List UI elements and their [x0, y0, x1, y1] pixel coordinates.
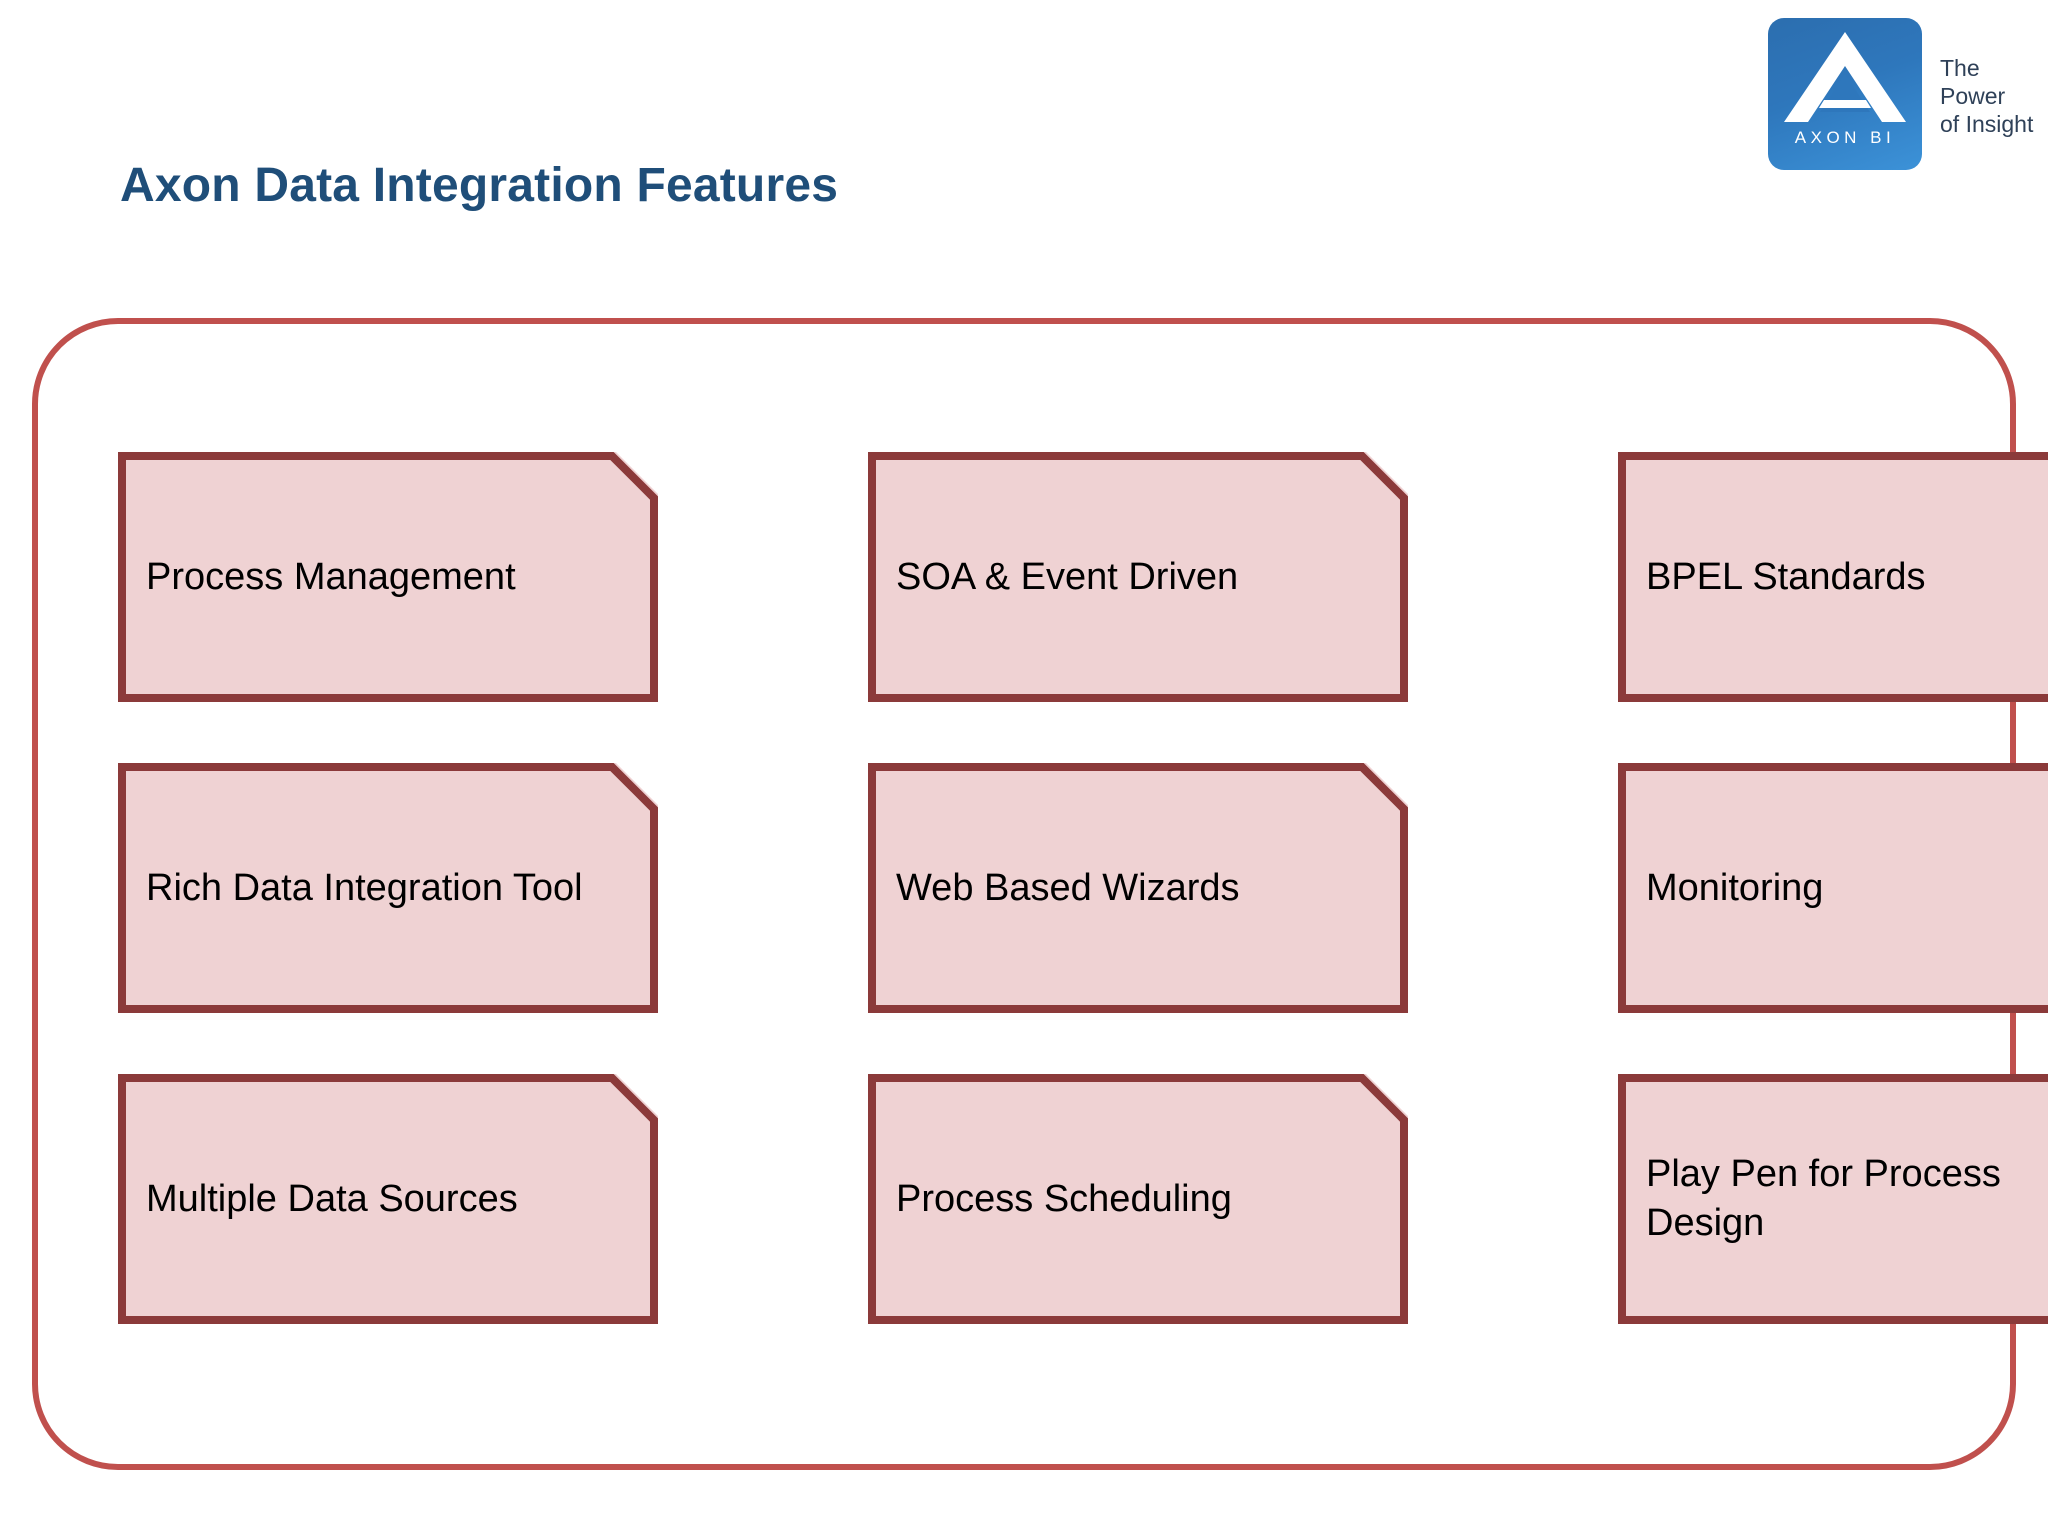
axon-wordmark: AXON BI: [1794, 128, 1896, 147]
feature-label: Process Scheduling: [896, 1177, 1232, 1220]
feature-box-process-management[interactable]: Process Management: [118, 452, 658, 702]
feature-label: SOA & Event Driven: [896, 555, 1239, 598]
axon-logo-mark: AXON BI: [1768, 18, 1922, 170]
feature-box-multiple-data-sources[interactable]: Multiple Data Sources: [118, 1074, 658, 1324]
letter-a-icon: [1784, 32, 1906, 122]
feature-label: Monitoring: [1646, 866, 1824, 909]
logo-tagline: The Power of Insight: [1940, 55, 2034, 138]
feature-box-web-based-wizards[interactable]: Web Based Wizards: [868, 763, 1408, 1013]
feature-box-rich-data-integration-tool[interactable]: Rich Data Integration Tool: [118, 763, 658, 1013]
brand-logo: AXON BI The Power of Insight: [1768, 18, 2036, 178]
feature-label: BPEL Standards: [1646, 555, 1926, 598]
feature-box-monitoring[interactable]: Monitoring: [1618, 763, 2048, 1013]
feature-label: Rich Data Integration Tool: [146, 866, 583, 909]
feature-label: Play Pen for Process Design: [1646, 1153, 2001, 1244]
feature-label: Web Based Wizards: [896, 866, 1240, 909]
feature-label: Multiple Data Sources: [146, 1177, 518, 1220]
feature-label: Process Management: [146, 555, 516, 598]
feature-box-play-pen-for-process-design[interactable]: Play Pen for Process Design: [1618, 1074, 2048, 1324]
feature-box-bpel-standards[interactable]: BPEL Standards: [1618, 452, 2048, 702]
feature-grid: Process Management SOA & Event Driven BP…: [118, 452, 1938, 1324]
feature-box-soa-event-driven[interactable]: SOA & Event Driven: [868, 452, 1408, 702]
page-title: Axon Data Integration Features: [120, 159, 839, 212]
feature-box-process-scheduling[interactable]: Process Scheduling: [868, 1074, 1408, 1324]
